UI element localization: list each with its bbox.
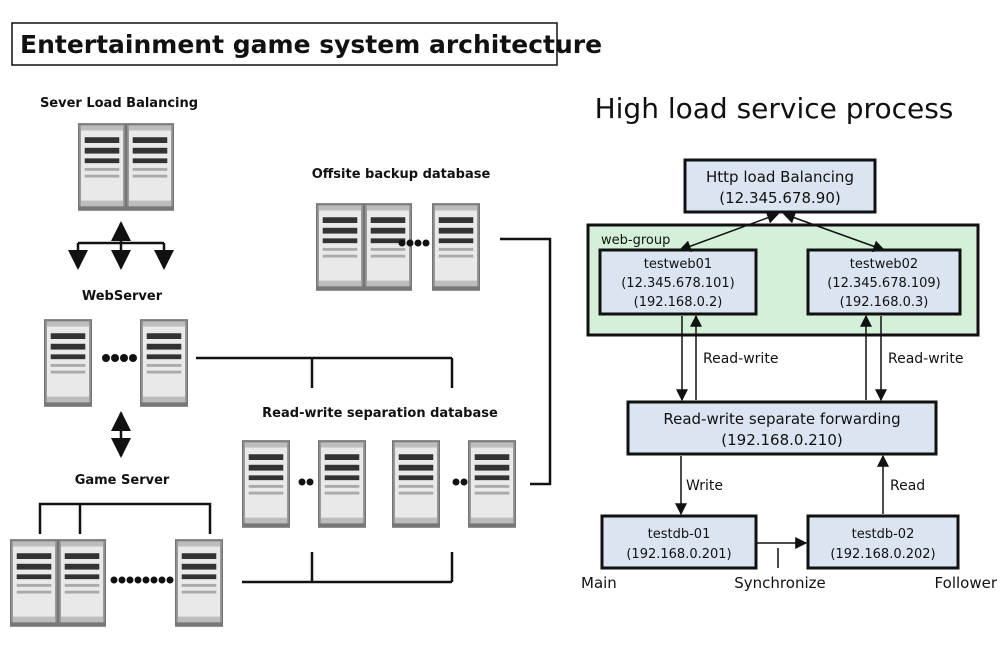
- follower-label: Follower: [935, 574, 998, 592]
- left-connectors: [196, 237, 552, 584]
- http-lb-box: [683, 158, 877, 214]
- testdb02-name: testdb-02: [852, 527, 915, 542]
- rw-left-label: Read-write: [703, 351, 778, 367]
- http-lb-name: Http load Balancing: [706, 168, 854, 186]
- testweb01-name: testweb01: [644, 257, 712, 272]
- testweb02-ip-private: (192.168.0.3): [840, 295, 929, 310]
- web-group-label: web-group: [601, 233, 670, 248]
- lb-web-arrows: [678, 212, 886, 252]
- testdb01-box: [600, 514, 758, 570]
- read-label: Read: [890, 478, 925, 494]
- game-servers: [10, 539, 223, 627]
- forwarding-box: [626, 400, 938, 456]
- lb-servers: [78, 123, 174, 211]
- rw-db-label: Read-write separation database: [262, 406, 498, 421]
- page-title: Entertainment game system architecture: [20, 30, 602, 59]
- lb-label: Sever Load Balancing: [40, 96, 198, 111]
- testdb02-ip: (192.168.0.202): [830, 547, 935, 562]
- testweb01-ip-private: (192.168.0.2): [634, 295, 723, 310]
- testweb02-name: testweb02: [850, 257, 918, 272]
- title-frame: [11, 22, 558, 66]
- testdb01-ip: (192.168.0.201): [626, 547, 731, 562]
- testdb02-box: [806, 514, 960, 570]
- testweb02-box: [806, 248, 962, 316]
- write-label: Write: [686, 478, 723, 494]
- offsite-label: Offsite backup database: [312, 167, 491, 182]
- testdb01-name: testdb-01: [648, 527, 711, 542]
- webserver-label: WebServer: [82, 289, 163, 304]
- web-servers: [44, 319, 188, 407]
- gameserver-label: Game Server: [75, 473, 170, 488]
- rw-right-label: Read-write: [888, 351, 963, 367]
- forwarding-name: Read-write separate forwarding: [663, 410, 900, 428]
- web-forwarding-arrows: [676, 314, 887, 402]
- testweb02-ip-public: (12.345.678.109): [827, 276, 941, 291]
- rw-db-servers: [242, 440, 516, 528]
- http-lb-ip: (12.345.678.90): [719, 189, 840, 207]
- sync-label: Synchronize: [734, 574, 825, 592]
- game-bus: [38, 502, 212, 534]
- testweb01-box: [598, 248, 758, 316]
- offsite-servers: [316, 203, 480, 291]
- right-heading: High load service process: [595, 92, 954, 125]
- lb-fanout-arrows: [68, 221, 174, 270]
- main-label: Main: [581, 574, 617, 592]
- testweb01-ip-public: (12.345.678.101): [621, 276, 735, 291]
- forwarding-ip: (192.168.0.210): [721, 431, 842, 449]
- db-arrows: [675, 454, 889, 568]
